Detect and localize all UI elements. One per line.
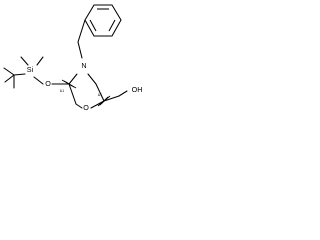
- atom-labels: Si O N O OH: [27, 61, 143, 112]
- substituent-bonds: [3, 56, 128, 102]
- tbutyl-methyl-bond: [3, 67, 15, 76]
- molecule-structure: Si O N O OH &1 &1: [3, 4, 143, 112]
- structure-canvas: Si O N O OH &1 &1: [0, 0, 152, 152]
- atom-label-o-ether: O: [45, 79, 51, 88]
- hydroxymethyl-bond: [103, 95, 120, 102]
- benzene-double-bond: [108, 19, 116, 32]
- ring-bond: [90, 100, 105, 109]
- stereo-label-2: &1: [98, 93, 102, 97]
- ring-bond: [68, 73, 78, 85]
- stereo-label-1: &1: [60, 89, 64, 93]
- tbutyl-methyl-bond: [4, 74, 15, 83]
- si-methyl-bond: [36, 56, 44, 66]
- benzyl-n-bond: [77, 41, 83, 59]
- benzyl-ring: [77, 4, 122, 59]
- hydroxymethyl-bond: [118, 90, 128, 97]
- si-tbutyl-bond: [13, 73, 26, 76]
- benzyl-ch2-bond: [77, 19, 86, 43]
- si-methyl-bond: [20, 56, 29, 66]
- oxygen-si-bond: [33, 76, 44, 85]
- atom-label-n: N: [81, 61, 86, 70]
- atom-label-oh: OH: [132, 85, 143, 94]
- ring-bond: [95, 83, 105, 102]
- morpholine-ring: [68, 73, 105, 109]
- stereo-labels: &1 &1: [60, 89, 102, 97]
- atom-label-si: Si: [27, 65, 34, 74]
- stereo-hash-1: [61, 79, 77, 89]
- ring-bond: [75, 103, 83, 109]
- atom-label-o-ring: O: [83, 103, 89, 112]
- benzene-double-bond: [89, 19, 97, 32]
- ring-bond: [68, 83, 77, 105]
- stereo-hashes: [61, 79, 111, 107]
- stereo-hash-2: [97, 95, 111, 107]
- ring-bond: [87, 73, 97, 85]
